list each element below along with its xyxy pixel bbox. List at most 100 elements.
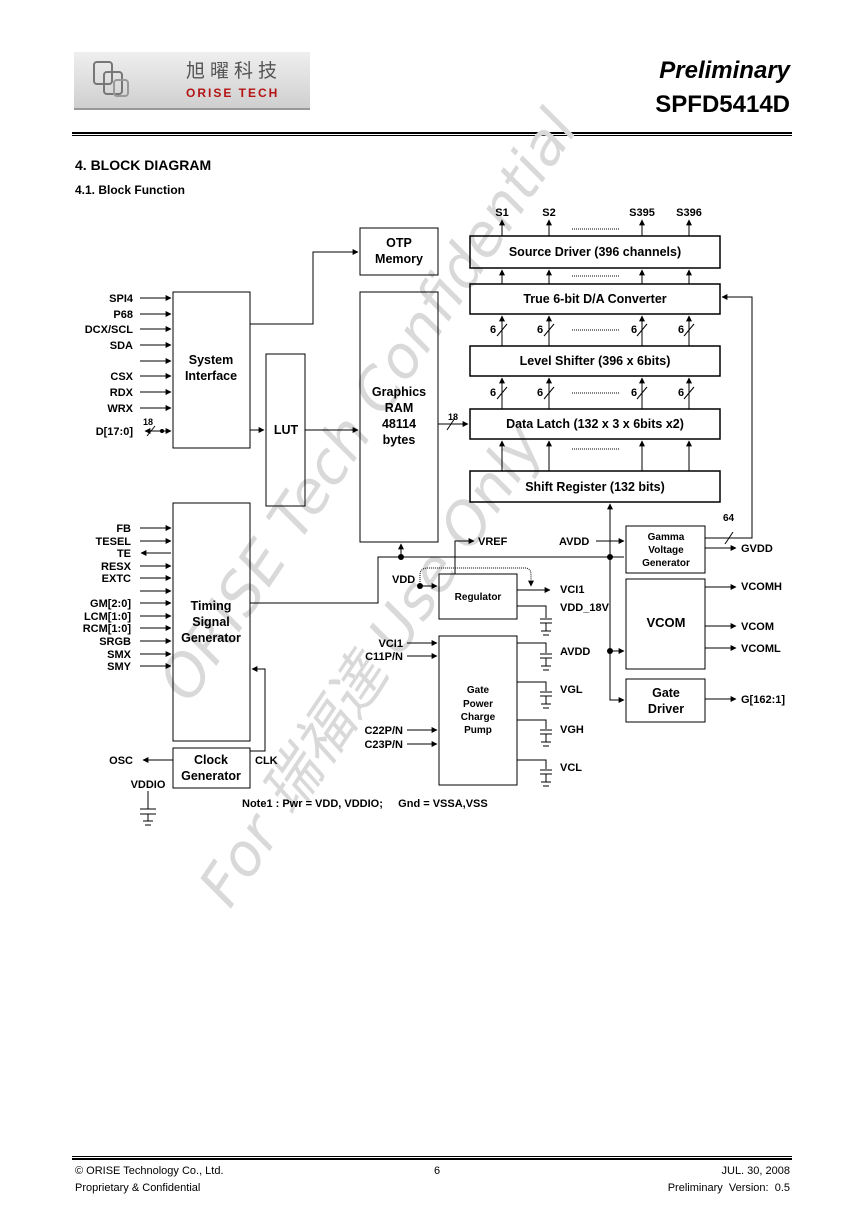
header-rule-thin	[72, 135, 792, 136]
logo-english: ORISE TECH	[186, 86, 280, 100]
footer-copyright: © ORISE Technology Co., Ltd.	[75, 1165, 224, 1177]
source-driver-block	[469, 235, 721, 269]
graphics-ram-label-1: Graphics	[372, 385, 426, 399]
bus-width-6: 6	[678, 387, 684, 399]
document-status: Preliminary	[659, 57, 790, 84]
graphics-ram-label-2: RAM	[385, 401, 413, 415]
footer-version: Preliminary Version: 0.5	[667, 1182, 790, 1194]
signal-vgl: VGL	[560, 684, 583, 696]
signal-vref: VREF	[478, 536, 508, 548]
diagram-note: Note1 : Pwr = VDD, VDDIO; Gnd = VSSA,VSS	[242, 798, 488, 810]
signal-avdd: AVDD	[560, 646, 590, 658]
pin-s1: S1	[495, 207, 508, 219]
signal-vgh: VGH	[560, 724, 584, 736]
footer-date: JUL. 30, 2008	[721, 1165, 791, 1177]
signal-vci1-in: VCI1	[379, 638, 403, 650]
pin-rcm: RCM[1:0]	[83, 623, 132, 635]
signal-gate-out: G[162:1]	[741, 694, 785, 706]
gamma-label-1: Gamma	[648, 532, 685, 543]
signal-c11pn: C11P/N	[365, 651, 403, 663]
gate-driver-label-1: Gate	[652, 686, 680, 700]
bus-width-6: 6	[537, 324, 543, 336]
pin-sda: SDA	[110, 340, 133, 352]
bus-width-6: 6	[631, 387, 637, 399]
pin-extc: EXTC	[102, 573, 131, 585]
shift-register-label: Shift Register (132 bits)	[525, 480, 665, 494]
signal-vddio: VDDIO	[131, 779, 166, 791]
shift-register-block	[469, 470, 721, 503]
gate-pump-block	[438, 635, 518, 786]
pin-data-bus: D[17:0]	[96, 426, 134, 438]
gate-driver-block	[625, 678, 706, 723]
timing-label-3: Generator	[181, 631, 241, 645]
section-title: 4. BLOCK DIAGRAM	[75, 157, 212, 173]
footer-confidential: Proprietary & Confidential	[75, 1182, 201, 1194]
section-subtitle: 4.1. Block Function	[75, 183, 186, 197]
signal-c22pn: C22P/N	[364, 725, 403, 737]
pin-csx: CSX	[110, 371, 133, 383]
pin-dcx-scl: DCX/SCL	[85, 324, 134, 336]
pin-wrx: WRX	[107, 403, 133, 415]
pin-smy: SMY	[107, 661, 132, 673]
header-rule	[72, 132, 792, 134]
timing-label-2: Signal	[192, 615, 230, 629]
pin-srgb: SRGB	[99, 636, 131, 648]
footer-rule-thin	[72, 1156, 792, 1157]
bus-width-6: 6	[678, 324, 684, 336]
logo-mark-icon	[93, 61, 129, 97]
graphics-ram-block	[359, 291, 439, 543]
pin-p68: P68	[113, 309, 133, 321]
vcom-block	[625, 578, 706, 670]
bus-width-6: 6	[537, 387, 543, 399]
gate-pump-label-4: Pump	[464, 725, 492, 736]
clock-label-2: Generator	[181, 769, 241, 783]
pin-te: TE	[117, 548, 131, 560]
bus-width-6: 6	[631, 324, 637, 336]
source-driver-label: Source Driver (396 channels)	[509, 245, 681, 259]
otp-label-1: OTP	[386, 236, 412, 250]
signal-vcom: VCOM	[741, 621, 774, 633]
signal-vcoml: VCOML	[741, 643, 781, 655]
logo-chinese: 旭曜科技	[186, 60, 283, 82]
pin-resx: RESX	[101, 561, 132, 573]
data-bus-width: 18	[143, 417, 153, 427]
level-shifter-label: Level Shifter (396 x 6bits)	[520, 354, 671, 368]
pin-tesel: TESEL	[96, 536, 132, 548]
otp-block	[359, 227, 439, 276]
signal-clk: CLK	[255, 755, 278, 767]
pin-rdx: RDX	[110, 387, 134, 399]
bus-width-6: 6	[490, 387, 496, 399]
gate-driver-label-2: Driver	[648, 702, 684, 716]
pin-s396: S396	[676, 207, 702, 219]
signal-c23pn: C23P/N	[364, 739, 403, 751]
regulator-block	[438, 573, 518, 620]
graphics-ram-label-3: 48114	[382, 417, 416, 431]
signal-vci1-out: VCI1	[560, 584, 584, 596]
gamma-label-3: Generator	[642, 558, 690, 569]
gate-pump-label-3: Charge	[461, 712, 496, 723]
pin-spi4: SPI4	[109, 293, 134, 305]
pin-lcm: LCM[1:0]	[84, 611, 131, 623]
system-interface-label-2: Interface	[185, 369, 237, 383]
signal-avdd-top: AVDD	[559, 536, 589, 548]
timing-generator-block	[172, 502, 251, 742]
data-latch-label: Data Latch (132 x 3 x 6bits x2)	[506, 417, 684, 431]
gamma-label-2: Voltage	[648, 545, 684, 556]
part-number: SPFD5414D	[655, 91, 790, 118]
otp-label-2: Memory	[375, 252, 423, 266]
company-logo: 旭曜科技 ORISE TECH	[74, 52, 310, 110]
pin-s2: S2	[542, 207, 555, 219]
lut-label: LUT	[274, 423, 299, 437]
vcom-label: VCOM	[647, 615, 686, 630]
gate-pump-label-2: Power	[463, 699, 493, 710]
level-shifter-block	[469, 345, 721, 377]
ram-bus-width: 18	[448, 412, 458, 422]
gamma-block	[625, 525, 706, 574]
pin-smx: SMX	[107, 649, 132, 661]
system-interface-label-1: System	[189, 353, 233, 367]
signal-vcomh: VCOMH	[741, 581, 782, 593]
clock-label-1: Clock	[194, 753, 228, 767]
page-number: 6	[434, 1165, 441, 1177]
gamma-bus-width: 64	[723, 513, 735, 524]
